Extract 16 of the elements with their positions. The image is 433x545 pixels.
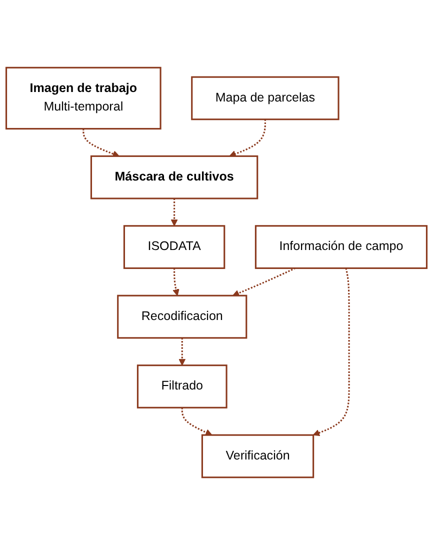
node-box: Filtrado [136,364,228,408]
node-box: Mapa de parcelas [191,76,340,120]
arrow [172,268,180,296]
node-box: Recodificacion [117,294,248,339]
arrow [82,128,120,158]
node-box: ISODATA [123,225,226,269]
arrow [170,198,178,226]
arrow [178,338,186,366]
arrow [181,408,212,436]
node-box: Información de campo [254,225,428,269]
arrow [229,119,266,158]
arrow [312,268,350,436]
arrow [232,267,296,296]
node-box: Verificación [201,434,314,478]
node-box: Máscara de cultivos [90,155,258,200]
node-box: Imagen de trabajo Multi-temporal [5,66,162,130]
